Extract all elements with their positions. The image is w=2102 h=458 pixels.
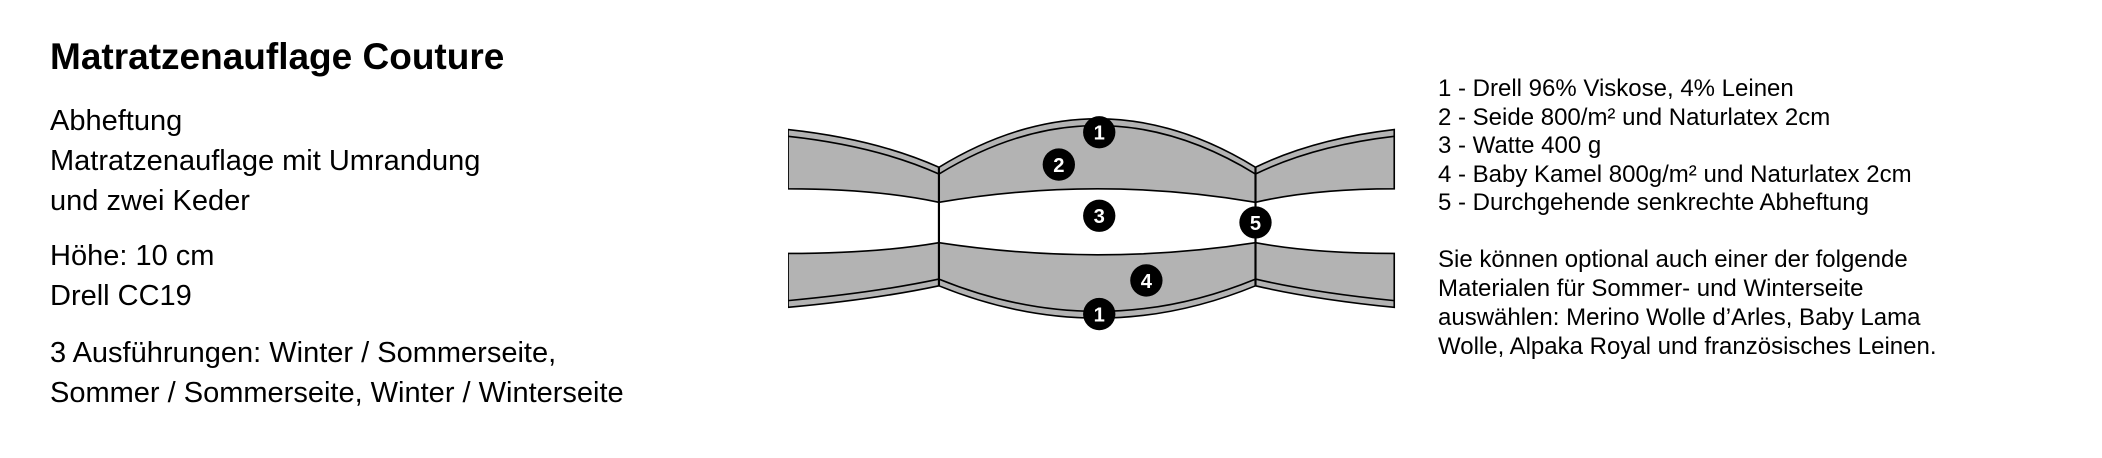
note-line: Wolle, Alpaka Royal und französisches Le… xyxy=(1438,333,1937,360)
details-group-variants: 3 Ausführungen: Winter / Sommerseite, So… xyxy=(50,333,624,413)
mattress-cross-section-diagram: 1 2 3 5 4 1 xyxy=(788,116,1396,331)
detail-line: Sommer / Sommerseite, Winter / Wintersei… xyxy=(50,377,624,409)
svg-text:5: 5 xyxy=(1250,213,1261,235)
detail-line: Abheftung xyxy=(50,105,183,137)
svg-text:4: 4 xyxy=(1141,271,1153,293)
svg-text:2: 2 xyxy=(1053,155,1064,177)
note-line: Sie können optional auch einer der folge… xyxy=(1438,246,1908,273)
marker-1-top: 1 xyxy=(1083,116,1116,149)
note-line: auswählen: Merino Wolle d’Arles, Baby La… xyxy=(1438,304,1921,331)
product-title: Matratzenauflage Couture xyxy=(50,36,505,77)
marker-4: 4 xyxy=(1130,264,1163,297)
details-group-construction: Abheftung Matratzenauflage mit Umrandung… xyxy=(50,101,480,221)
marker-3: 3 xyxy=(1083,199,1116,232)
details-group-size: Höhe: 10 cm Drell CC19 xyxy=(50,236,214,316)
legend-item: 5 - Durchgehende senkrechte Abheftung xyxy=(1438,189,1869,216)
legend-item: 3 - Watte 400 g xyxy=(1438,132,1602,159)
detail-line: Drell CC19 xyxy=(50,280,192,312)
materials-legend: 1 - Drell 96% Viskose, 4% Leinen 2 - Sei… xyxy=(1438,75,1912,218)
legend-item: 2 - Seide 800/m² und Naturlatex 2cm xyxy=(1438,103,1831,131)
svg-text:3: 3 xyxy=(1094,206,1105,228)
marker-5: 5 xyxy=(1239,206,1272,239)
marker-1-bottom: 1 xyxy=(1083,297,1116,331)
legend-item: 1 - Drell 96% Viskose, 4% Leinen xyxy=(1438,75,1794,102)
detail-line: Höhe: 10 cm xyxy=(50,240,215,272)
detail-line: 3 Ausführungen: Winter / Sommerseite, xyxy=(50,337,557,369)
detail-line: Matratzenauflage mit Umrandung xyxy=(50,145,481,177)
detail-line: und zwei Keder xyxy=(50,185,250,217)
note-line: Materialen für Sommer- und Winterseite xyxy=(1438,275,1864,302)
legend-item: 4 - Baby Kamel 800g/m² und Naturlatex 2c… xyxy=(1438,160,1912,188)
marker-2: 2 xyxy=(1042,148,1075,181)
svg-text:1: 1 xyxy=(1094,123,1105,145)
svg-text:1: 1 xyxy=(1094,305,1105,327)
optional-materials-note: Sie können optional auch einer der folge… xyxy=(1438,245,1937,361)
